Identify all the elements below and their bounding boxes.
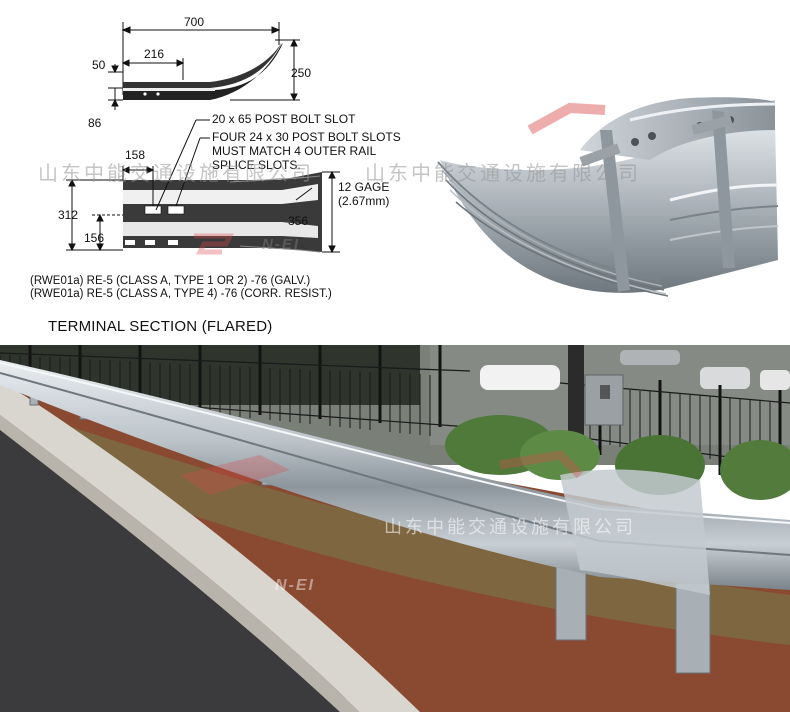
note-outer-slots-line3: SPLICE SLOTS. bbox=[212, 158, 301, 172]
spec-text: RE-5 (CLASS A, TYPE 1 OR 2) -76 (GALV.) bbox=[86, 275, 311, 287]
dim-lower-offset: 156 bbox=[84, 231, 105, 245]
company-watermark: 山东中能交通设施有限公司 bbox=[38, 161, 314, 185]
roadside-guardrail-photo: 山东中能交通设施有限公司 N-EI bbox=[0, 345, 790, 712]
dim-flare-height: 250 bbox=[291, 66, 312, 80]
note-outer-slots: FOUR 24 x 30 POST BOLT SLOTS MUST MATCH … bbox=[212, 130, 401, 172]
terminal-section-drawing bbox=[66, 22, 340, 254]
dim-flared-height: 356 bbox=[288, 214, 309, 228]
photo-company-watermark: 山东中能交通设施有限公司 bbox=[384, 517, 636, 538]
drawing-caption: TERMINAL SECTION (FLARED) bbox=[48, 318, 273, 335]
terminal-stack-photo bbox=[437, 97, 779, 297]
dim-rail-height-top: 50 bbox=[92, 58, 106, 72]
company-watermark-overlay: 山东中能交通设施有限公司 bbox=[365, 161, 641, 185]
spec-item: (RWE01a) RE-5 (CLASS A, TYPE 4) -76 (COR… bbox=[30, 288, 332, 300]
dim-section-height: 312 bbox=[58, 208, 79, 222]
note-gage: 12 GAGE (2.67mm) bbox=[338, 180, 389, 208]
logo-watermark-text: N-EI bbox=[262, 236, 300, 253]
spec-code: (RWE01a) bbox=[30, 288, 84, 300]
note-outer-slots-line2: MUST MATCH 4 OUTER RAIL bbox=[212, 144, 377, 158]
spec-item: (RWE01a) RE-5 (CLASS A, TYPE 1 OR 2) -76… bbox=[30, 275, 332, 287]
dim-overall-length: 700 bbox=[184, 15, 205, 29]
note-post-bolt-slot: 20 x 65 POST BOLT SLOT bbox=[212, 112, 356, 126]
spec-list: (RWE01a) RE-5 (CLASS A, TYPE 1 OR 2) -76… bbox=[30, 275, 332, 300]
photo-logo-watermark-text: N-EI bbox=[275, 577, 315, 594]
dim-bottom-width: 86 bbox=[88, 116, 102, 130]
guardrail-scene bbox=[0, 345, 790, 712]
spec-code: (RWE01a) bbox=[30, 275, 84, 287]
note-gage-line1: 12 GAGE bbox=[338, 180, 390, 194]
note-gage-line2: (2.67mm) bbox=[338, 194, 390, 208]
logo-watermark-icon bbox=[194, 233, 235, 255]
dim-slot-offset: 158 bbox=[125, 148, 146, 162]
dim-flare-offset: 216 bbox=[144, 47, 165, 61]
note-outer-slots-line1: FOUR 24 x 30 POST BOLT SLOTS bbox=[212, 130, 401, 144]
technical-drawing-panel: 700 216 50 250 86 158 312 156 356 20 x 6… bbox=[0, 0, 790, 345]
spec-text: RE-5 (CLASS A, TYPE 4) -76 (CORR. RESIST… bbox=[86, 288, 332, 300]
